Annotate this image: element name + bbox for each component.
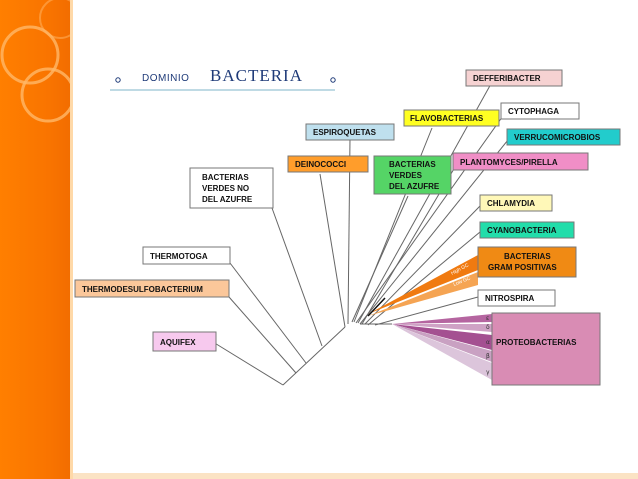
label-thermodesulfobacterium: THERMODESULFOBACTERIUM <box>82 285 203 294</box>
title-prefix: DOMINIO <box>142 73 189 84</box>
label-thermotoga: THERMOTOGA <box>150 252 208 261</box>
label-plantomyces: PLANTOMYCES/PIRELLA <box>460 158 558 167</box>
label-espiroquetas: ESPIROQUETAS <box>313 128 377 137</box>
box-bacterias-verdes-no: BACTERIAS VERDES NO DEL AZUFRE <box>189 167 274 209</box>
gamma-wedge <box>392 324 492 380</box>
delta-wedge <box>392 324 492 332</box>
branch-cytophaga <box>355 112 506 324</box>
label-bacterias-verdes-no-2: VERDES NO <box>202 184 249 193</box>
alpha-wedge <box>392 324 492 350</box>
label-bacterias-verdes-1: BACTERIAS <box>389 160 436 169</box>
box-gram-positivas: BACTERIAS GRAM POSITIVAS <box>477 246 577 278</box>
title-bullet-right-icon <box>330 77 336 83</box>
beta-wedge <box>392 324 492 362</box>
box-deinococci: DEINOCOCCI <box>287 155 369 173</box>
box-espiroquetas: ESPIROQUETAS <box>305 123 395 141</box>
beta-label: β <box>486 353 490 360</box>
title-main: BACTERIA <box>210 66 303 85</box>
label-defferibacter: DEFFERIBACTER <box>473 74 541 83</box>
label-chlamydia: CHLAMYDIA <box>487 199 535 208</box>
branch-nitrospira <box>374 296 479 326</box>
gamma-label: γ <box>486 369 490 376</box>
box-cyanobacteria: CYANOBACTERIA <box>479 221 575 239</box>
label-flavobacterias: FLAVOBACTERIAS <box>410 114 484 123</box>
box-cytophaga: CYTOPHAGA <box>500 102 580 120</box>
sidebar-edge-line <box>70 0 73 479</box>
proteobacteria-wedges: ε δ α β γ <box>392 314 492 380</box>
branch-deinococci <box>319 173 346 328</box>
label-cytophaga: CYTOPHAGA <box>508 107 559 116</box>
box-flavobacterias: FLAVOBACTERIAS <box>403 109 500 127</box>
branch-thermodesulfobacterium <box>228 296 297 374</box>
trunk-branch <box>282 326 346 386</box>
label-verrucomicrobios: VERRUCOMICROBIOS <box>514 133 601 142</box>
label-cyanobacteria: CYANOBACTERIA <box>487 226 557 235</box>
box-chlamydia: CHLAMYDIA <box>479 194 553 212</box>
branch-thermotoga <box>229 262 307 364</box>
branch-bacterias-verdes-no <box>271 207 323 347</box>
box-thermotoga: THERMOTOGA <box>142 246 231 265</box>
diagram-title: DOMINIO BACTERIA <box>110 66 336 91</box>
delta-label: δ <box>486 324 490 331</box>
box-bacterias-verdes: BACTERIAS VERDES DEL AZUFRE <box>373 155 452 195</box>
label-aquifex: AQUIFEX <box>160 338 196 347</box>
box-plantomyces: PLANTOMYCES/PIRELLA <box>452 152 589 171</box>
box-nitrospira: NITROSPIRA <box>477 289 556 307</box>
label-bacterias-verdes-2: VERDES <box>389 171 423 180</box>
label-bacterias-verdes-no-3: DEL AZUFRE <box>202 195 253 204</box>
alpha-label: α <box>486 339 490 346</box>
box-defferibacter: DEFFERIBACTER <box>465 69 563 87</box>
box-thermodesulfobacterium: THERMODESULFOBACTERIUM <box>74 279 230 298</box>
sidebar-circles-decoration <box>0 0 70 123</box>
label-gram-positivas-2: GRAM POSITIVAS <box>488 263 557 272</box>
label-gram-positivas-1: BACTERIAS <box>504 252 551 261</box>
epsilon-wedge <box>392 314 492 324</box>
high-gc-wedge <box>368 255 478 314</box>
epsilon-label: ε <box>486 315 489 322</box>
box-proteobacterias: PROTEOBACTERIAS <box>491 312 601 386</box>
box-aquifex: AQUIFEX <box>152 331 217 352</box>
bottom-strip <box>73 473 638 479</box>
title-bullet-left-icon <box>115 77 121 83</box>
orange-sidebar <box>0 0 70 479</box>
branch-chlamydia <box>364 205 481 325</box>
branch-bacterias-verdes <box>351 195 409 323</box>
label-bacterias-verdes-no-1: BACTERIAS <box>202 173 249 182</box>
label-proteobacterias: PROTEOBACTERIAS <box>496 338 577 347</box>
label-bacterias-verdes-3: DEL AZUFRE <box>389 182 440 191</box>
branch-aquifex <box>212 341 284 386</box>
label-deinococci: DEINOCOCCI <box>295 160 346 169</box>
low-gc-wedge <box>368 272 478 316</box>
box-verrucomicrobios: VERRUCOMICROBIOS <box>506 128 621 146</box>
gram-positive-stem <box>367 297 386 317</box>
label-nitrospira: NITROSPIRA <box>485 294 535 303</box>
